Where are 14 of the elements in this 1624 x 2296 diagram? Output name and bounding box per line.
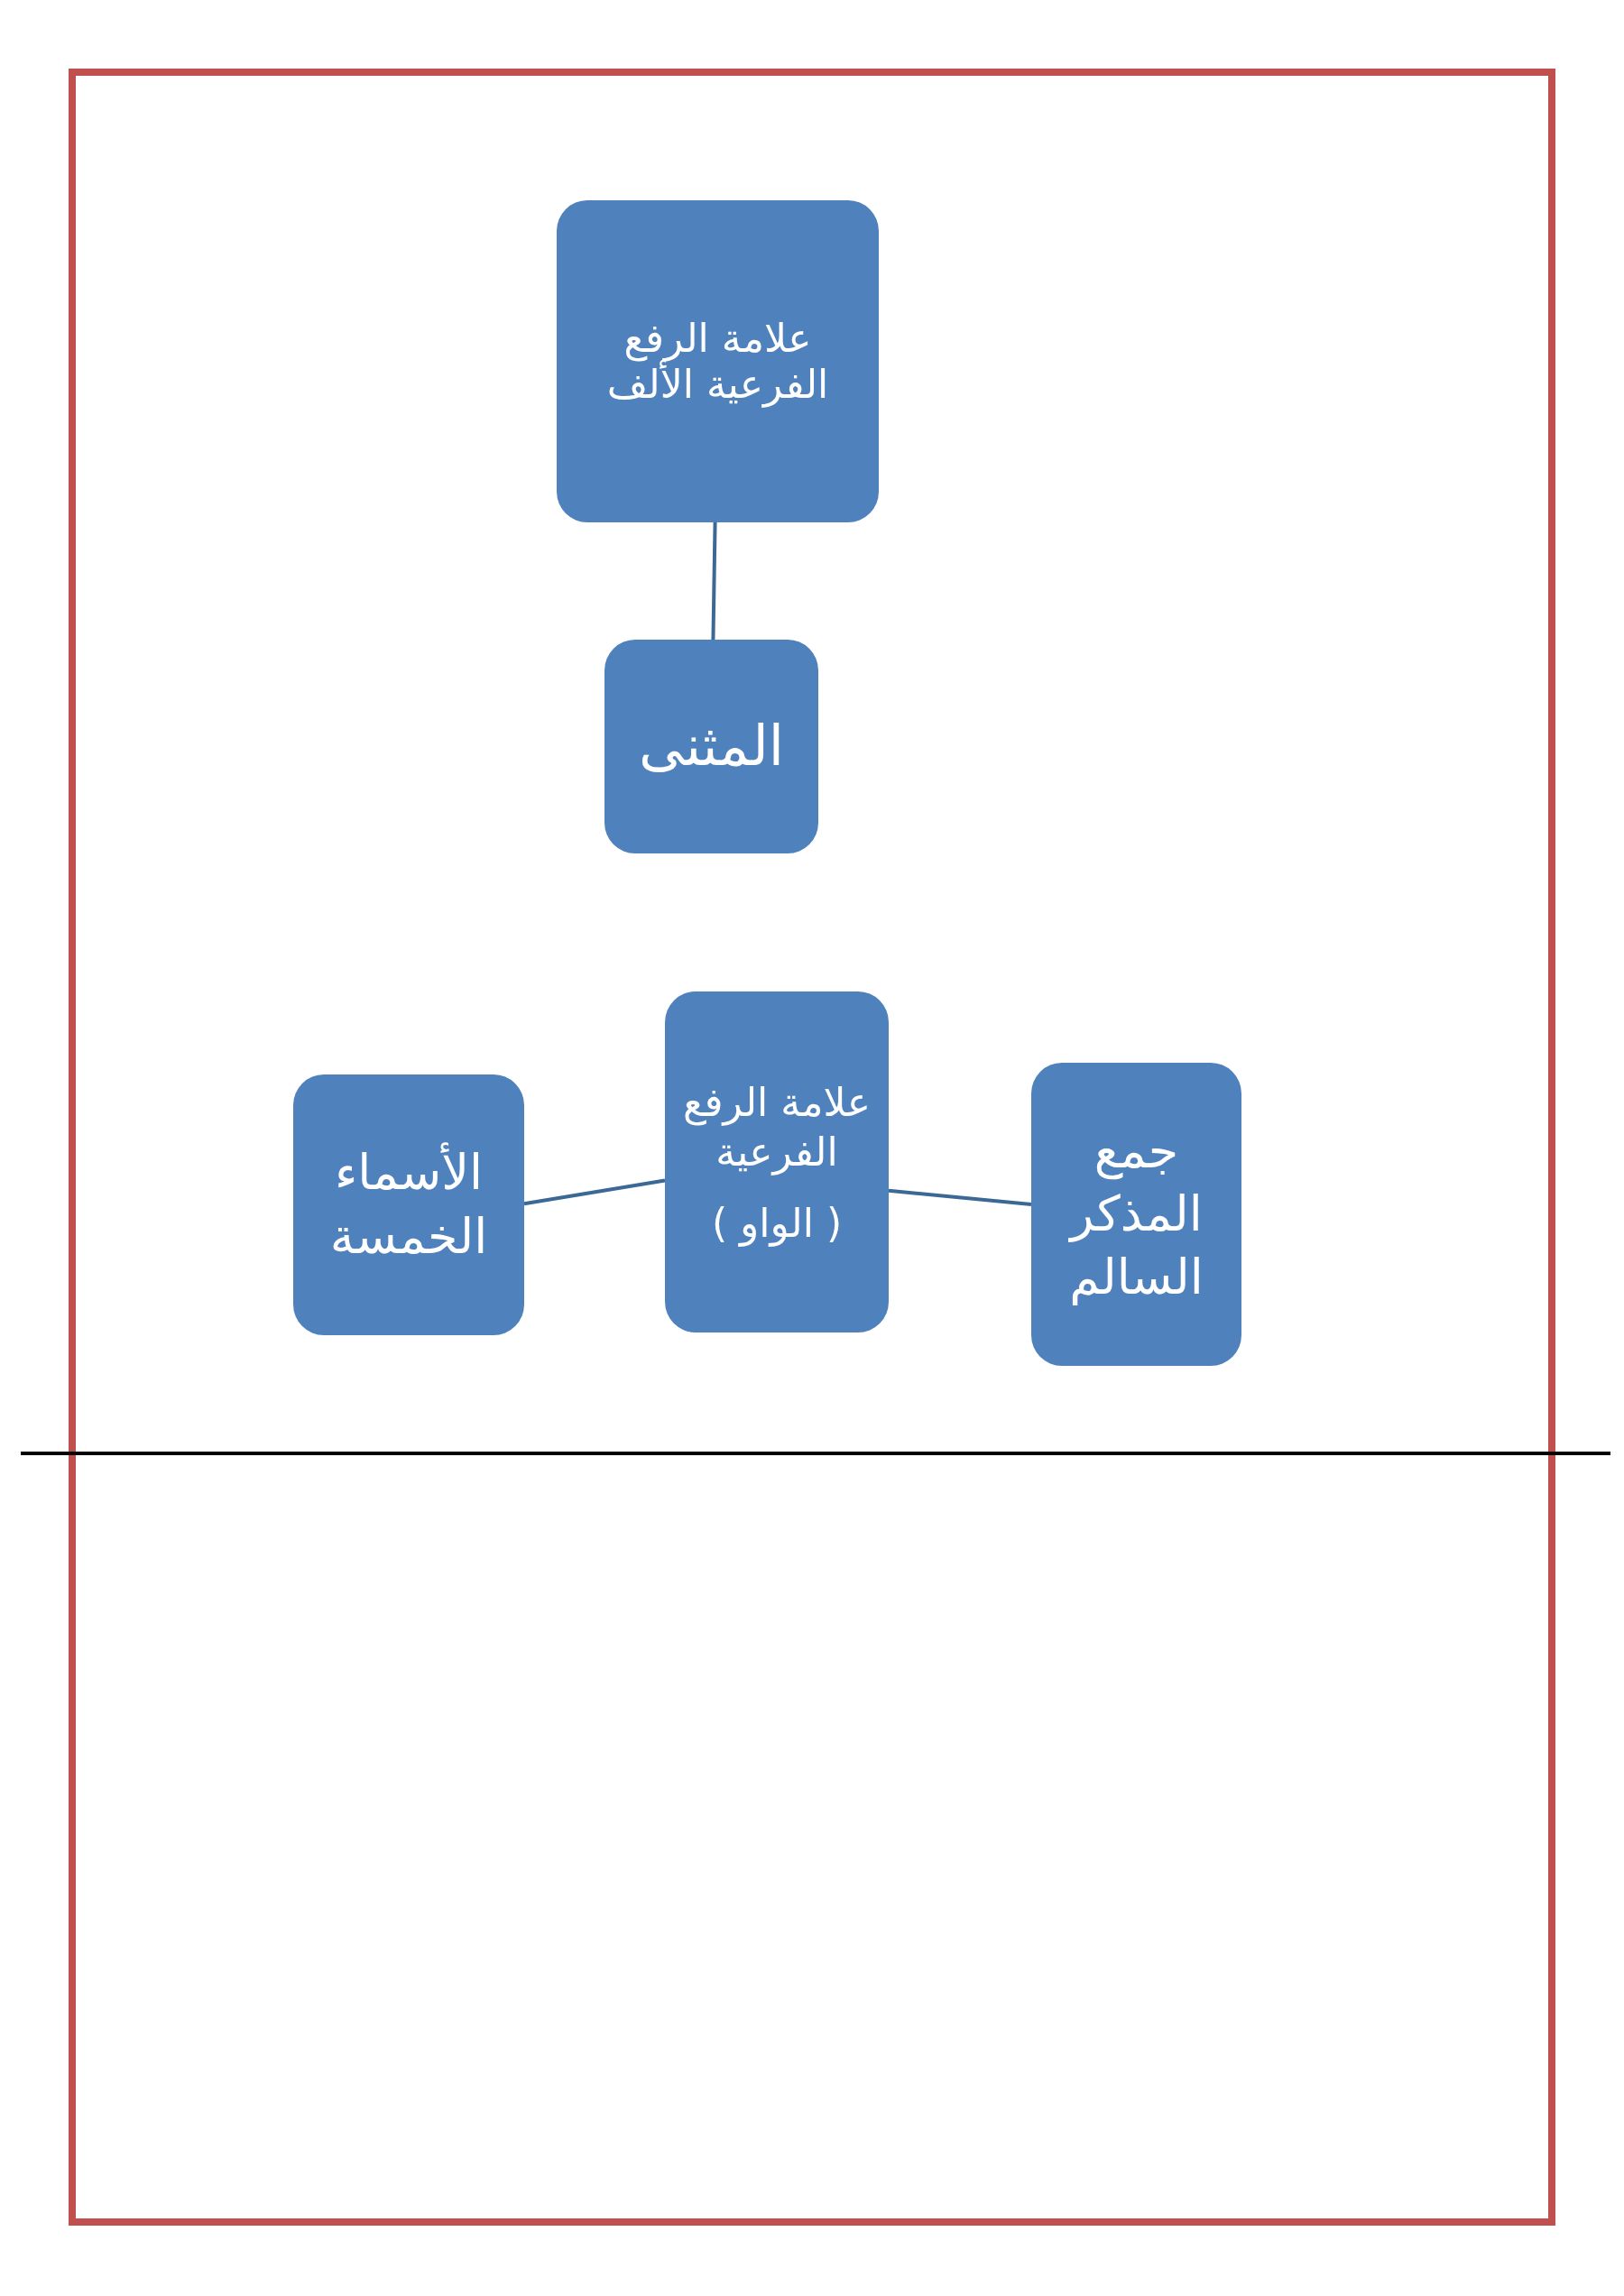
rounded-box — [557, 200, 879, 522]
box-label: جمع المذكر السالم — [1067, 1120, 1204, 1308]
box-label: الأسماء الخمسة — [328, 1141, 489, 1267]
box-label: المثنى — [638, 713, 785, 780]
rounded-box — [604, 640, 818, 853]
rounded-box — [1031, 1063, 1241, 1366]
connector-line — [711, 521, 717, 641]
rounded-box — [665, 991, 889, 1332]
box-label: علامة الرفع الفرعية الألف — [605, 315, 830, 408]
box-label: علامة الرفع الفرعية — [682, 1077, 872, 1176]
box-label: ( الواو ) — [711, 1198, 843, 1248]
connector-line — [888, 1188, 1032, 1206]
connector-line — [523, 1178, 666, 1206]
rounded-box — [293, 1074, 524, 1335]
